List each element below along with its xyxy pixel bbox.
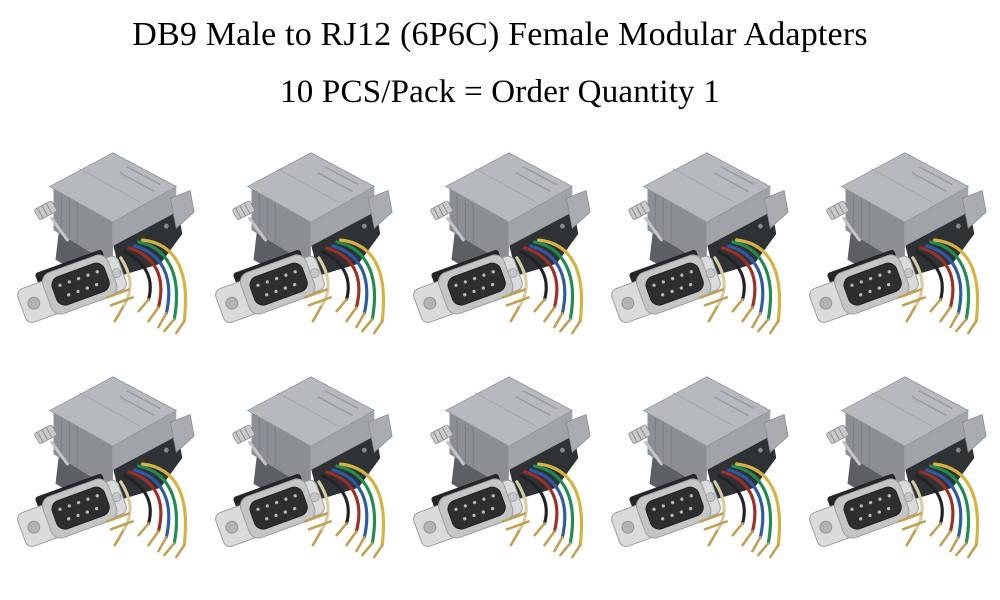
adapter-product-photo — [6, 365, 202, 563]
product-title: DB9 Male to RJ12 (6P6C) Female Modular A… — [132, 16, 868, 53]
adapter-product-photo — [402, 365, 598, 563]
adapter-illustration — [802, 151, 988, 335]
adapter-product-photo — [204, 141, 400, 339]
adapter-illustration — [406, 375, 592, 559]
product-row-1 — [6, 141, 994, 339]
pack-quantity-note: 10 PCS/Pack = Order Quantity 1 — [280, 74, 720, 110]
product-row-2 — [6, 365, 994, 563]
title-block: DB9 Male to RJ12 (6P6C) Female Modular A… — [0, 0, 1000, 111]
adapter-illustration — [208, 375, 394, 559]
adapter-product-photo — [600, 365, 796, 563]
adapter-illustration — [10, 375, 196, 559]
adapter-product-photo — [402, 141, 598, 339]
product-grid — [0, 141, 1000, 563]
adapter-illustration — [406, 151, 592, 335]
adapter-illustration — [10, 151, 196, 335]
adapter-illustration — [604, 151, 790, 335]
adapter-product-photo — [600, 141, 796, 339]
adapter-illustration — [802, 375, 988, 559]
adapter-product-photo — [798, 365, 994, 563]
adapter-product-photo — [798, 141, 994, 339]
adapter-illustration — [604, 375, 790, 559]
adapter-product-photo — [204, 365, 400, 563]
adapter-product-photo — [6, 141, 202, 339]
adapter-illustration — [208, 151, 394, 335]
